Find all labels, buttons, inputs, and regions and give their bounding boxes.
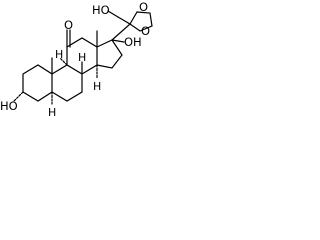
steroid-structure-diagram: HO HO O OH O O H H H H bbox=[0, 0, 153, 119]
dioxolane-oxygen-lower: O bbox=[141, 24, 150, 38]
atom-labels: HO HO O OH O O H H H H bbox=[0, 0, 150, 119]
c17-oh-bond bbox=[111, 39, 125, 43]
ketone-oxygen-label: O bbox=[64, 18, 73, 32]
oh-c3-bond bbox=[12, 91, 24, 103]
ring-b bbox=[51, 64, 83, 102]
ring-d bbox=[96, 39, 123, 69]
h-label-8: H bbox=[78, 51, 86, 64]
ring-c bbox=[66, 37, 98, 75]
ch2-oh-bond bbox=[107, 10, 119, 18]
ho-top-label: HO bbox=[92, 3, 110, 17]
dioxolane-oxygen-upper: O bbox=[139, 0, 148, 14]
oh-17-label: OH bbox=[124, 35, 142, 49]
dioxolane-ring bbox=[129, 11, 153, 32]
bonds bbox=[12, 10, 153, 105]
h-label-14: H bbox=[93, 80, 101, 93]
ho-left-label: HO bbox=[0, 99, 18, 113]
h-label-9: H bbox=[55, 48, 63, 61]
h9-bond bbox=[59, 57, 68, 66]
ch2-bond bbox=[117, 16, 131, 25]
h-label-5: H bbox=[48, 106, 56, 119]
c17-c20-bond bbox=[111, 23, 131, 41]
ring-a bbox=[22, 64, 53, 102]
